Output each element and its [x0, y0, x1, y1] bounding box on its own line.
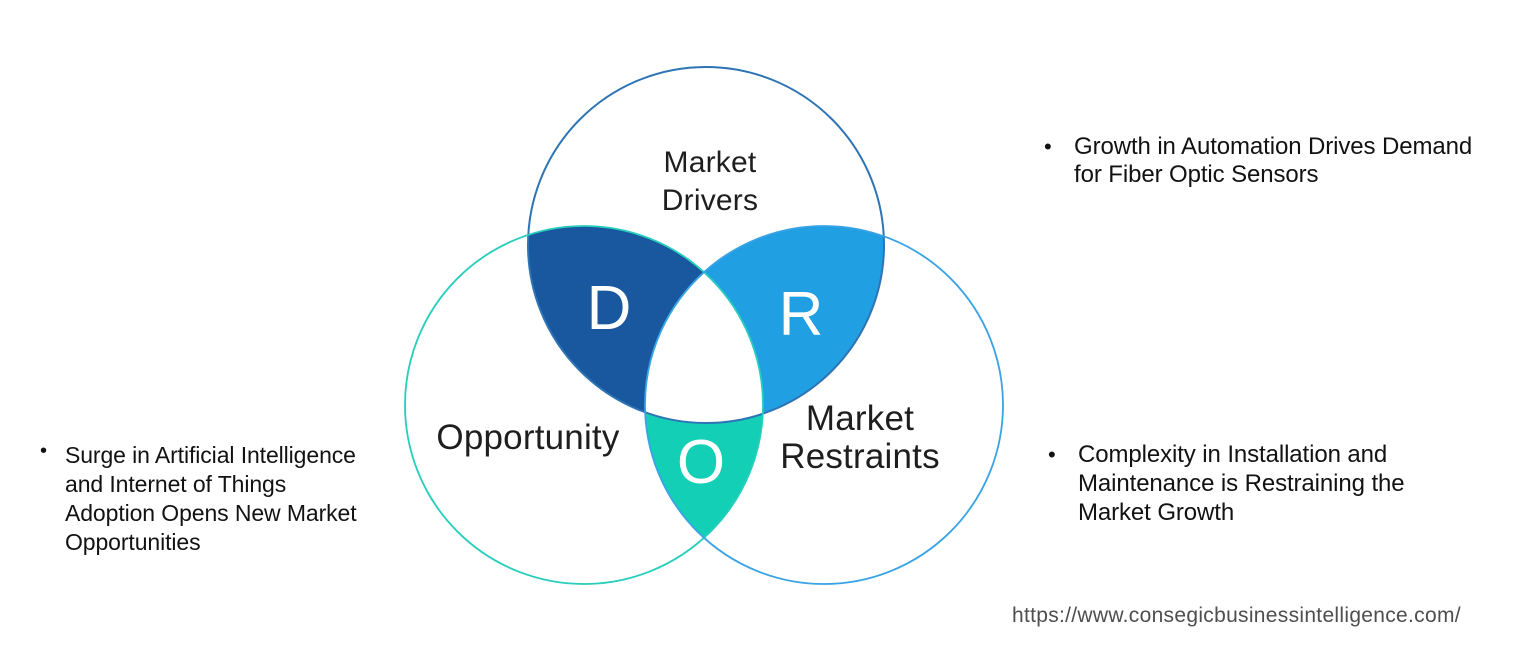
opportunity-circle-outline — [404, 225, 764, 585]
restraint-bullet-text: Complexity in Installation and Maintenan… — [1078, 441, 1405, 526]
restraint-bullet-item: • Complexity in Installation and Mainten… — [1048, 440, 1468, 527]
drivers-lens-letter: D — [586, 274, 632, 343]
restraints-circle-outline — [644, 225, 1004, 585]
opportunity-lens-letter: O — [676, 428, 726, 497]
bullet-dot-icon: • — [1048, 442, 1056, 467]
bullet-dot-icon: • — [1044, 134, 1052, 159]
opportunity-bullet-item: • Surge in Artificial Intelligence and I… — [40, 441, 440, 557]
driver-bullet-item: • Growth in Automation Drives Demand for… — [1044, 133, 1504, 189]
restraints-lens-letter: R — [778, 280, 824, 349]
bullet-dot-icon: • — [40, 440, 48, 462]
driver-bullet-text: Growth in Automation Drives Demand for F… — [1074, 133, 1473, 188]
triple-intersection — [645, 226, 763, 423]
opportunity-bullet-text: Surge in Artificial Intelligence and Int… — [65, 442, 357, 555]
drivers-circle-outline — [527, 66, 885, 424]
market-drivers-label: Market Drivers — [661, 146, 759, 217]
market-restraints-label: Market Restraints — [780, 399, 940, 476]
opportunity-label: Opportunity — [436, 418, 620, 457]
source-url: https://www.consegicbusinessintelligence… — [1012, 604, 1461, 627]
